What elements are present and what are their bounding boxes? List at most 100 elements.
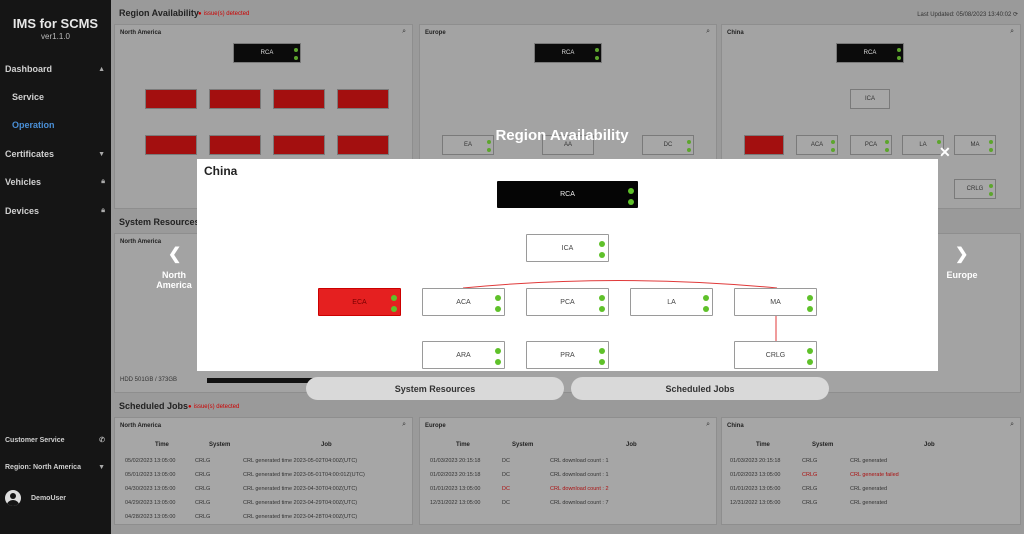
- status-dot: [807, 348, 813, 354]
- status-dot: [599, 252, 605, 258]
- node[interactable]: [337, 89, 389, 109]
- status-dot: [599, 241, 605, 247]
- job-system: DC: [502, 500, 510, 506]
- node-crlg[interactable]: CRLG: [734, 341, 817, 369]
- node-pca[interactable]: PCA: [850, 135, 892, 155]
- node-ma[interactable]: MA: [954, 135, 996, 155]
- sidebar-item-operation[interactable]: Operation: [12, 120, 55, 130]
- node[interactable]: [337, 135, 389, 155]
- status-dot: [628, 188, 634, 194]
- node[interactable]: [273, 89, 325, 109]
- job-time: 12/31/2022 13:05:00: [430, 500, 481, 506]
- status-dot: [885, 148, 889, 152]
- sidebar-item-dashboard[interactable]: Dashboard ▲: [5, 64, 105, 74]
- status-dot: [628, 199, 634, 205]
- status-dot: [687, 140, 691, 144]
- node-ara[interactable]: ARA: [422, 341, 505, 369]
- sidebar-item-service[interactable]: Service: [12, 92, 45, 102]
- node-ica[interactable]: ICA: [526, 234, 609, 262]
- node-aca[interactable]: ACA: [422, 288, 505, 316]
- node-rca[interactable]: RCA: [233, 43, 301, 63]
- node[interactable]: [209, 135, 261, 155]
- node-aa[interactable]: AA: [542, 135, 594, 155]
- modal-title: Region Availability: [495, 127, 629, 144]
- node-rca[interactable]: RCA: [836, 43, 904, 63]
- chevron-left-icon[interactable]: ❮: [168, 246, 182, 263]
- node[interactable]: [145, 135, 197, 155]
- node-ma[interactable]: MA: [734, 288, 817, 316]
- node-crlg[interactable]: CRLG: [954, 179, 996, 199]
- status-dot: [831, 148, 835, 152]
- node-aca[interactable]: ACA: [796, 135, 838, 155]
- chevron-down-icon: ▼: [98, 464, 105, 471]
- sidebar-item-vehicles[interactable]: Vehicles 🔒︎: [5, 177, 105, 187]
- job-system: CRLG: [195, 486, 211, 492]
- job-time: 01/02/2023 13:05:00: [730, 472, 781, 478]
- node-label: EA: [463, 142, 472, 148]
- zoom-icon[interactable]: ⌕: [402, 28, 406, 35]
- lock-icon: 🔒︎: [101, 178, 105, 185]
- panel-title: China: [727, 30, 744, 36]
- modal-region-name: China: [204, 164, 238, 178]
- chevron-down-icon: ▼: [98, 150, 105, 158]
- job-time: 01/01/2023 13:05:00: [430, 486, 481, 492]
- zoom-icon[interactable]: ⌕: [706, 28, 710, 35]
- sidebar-item-devices[interactable]: Devices 🔒︎: [5, 206, 105, 216]
- prev-region-label[interactable]: North America: [156, 270, 192, 290]
- node[interactable]: [273, 135, 325, 155]
- node-la[interactable]: LA: [630, 288, 713, 316]
- node-label: LA: [919, 142, 927, 148]
- zoom-icon[interactable]: ⌕: [706, 421, 710, 428]
- tab-scheduled-jobs[interactable]: Scheduled Jobs: [571, 377, 829, 400]
- status-dot: [897, 48, 901, 52]
- job-system: CRLG: [195, 472, 211, 478]
- region-selector[interactable]: Region: North America ▼: [5, 464, 105, 471]
- node-ea[interactable]: EA: [442, 135, 494, 155]
- status-dot: [595, 48, 599, 52]
- connection-lines: [462, 280, 778, 341]
- job-system: CRLG: [195, 500, 211, 506]
- zoom-icon[interactable]: ⌕: [402, 421, 406, 428]
- node-eca[interactable]: ECA: [318, 288, 401, 316]
- refresh-icon[interactable]: ⟳: [1012, 12, 1018, 18]
- app-name: IMS for SCMS: [12, 16, 99, 31]
- customer-service-link[interactable]: Customer Service ✆: [5, 436, 105, 445]
- status-dot: [294, 48, 298, 52]
- node-label: ACA: [456, 298, 471, 306]
- job-system: CRLG: [802, 472, 818, 478]
- job-system: DC: [502, 458, 510, 464]
- node-ica[interactable]: ICA: [850, 89, 890, 109]
- zoom-icon[interactable]: ⌕: [1010, 421, 1014, 428]
- node[interactable]: [209, 89, 261, 109]
- phone-icon: ✆: [99, 437, 105, 444]
- tab-system-resources[interactable]: System Resources: [306, 377, 564, 400]
- node-pca[interactable]: PCA: [526, 288, 609, 316]
- node-label: AA: [563, 142, 572, 148]
- node-eca[interactable]: [744, 135, 784, 155]
- close-icon[interactable]: ✕: [939, 144, 951, 160]
- col-system: System: [812, 442, 834, 448]
- user-menu[interactable]: DemoUser: [5, 490, 105, 506]
- job-job: CRL download count : 2: [550, 486, 609, 492]
- job-job: CRL generated time 2023-05-02T04:00Z(UTC…: [243, 458, 358, 464]
- status-dot: [599, 359, 605, 365]
- status-dot: [391, 295, 397, 301]
- next-region-label[interactable]: Europe: [946, 270, 978, 280]
- status-dot: [391, 306, 397, 312]
- node-pra[interactable]: PRA: [526, 341, 609, 369]
- sidebar-item-certificates[interactable]: Certificates ▼: [5, 149, 105, 159]
- job-job: CRL generated time 2023-04-30T04:00Z(UTC…: [243, 486, 358, 492]
- status-dot: [487, 148, 491, 152]
- node[interactable]: [145, 89, 197, 109]
- node-rca[interactable]: RCA: [497, 181, 638, 208]
- zoom-icon[interactable]: ⌕: [1010, 28, 1014, 35]
- node-la[interactable]: LA: [902, 135, 944, 155]
- chevron-right-icon[interactable]: ❯: [955, 246, 969, 263]
- node-rca[interactable]: RCA: [534, 43, 602, 63]
- node-label: ICA: [864, 96, 875, 102]
- panel-title: North America: [120, 423, 162, 429]
- node-dc[interactable]: DC: [642, 135, 694, 155]
- job-system: CRLG: [802, 500, 818, 506]
- sidebar: IMS for SCMS ver1.1.0 Dashboard ▲ Servic…: [0, 0, 111, 534]
- job-time: 04/30/2023 13:05:00: [125, 486, 176, 492]
